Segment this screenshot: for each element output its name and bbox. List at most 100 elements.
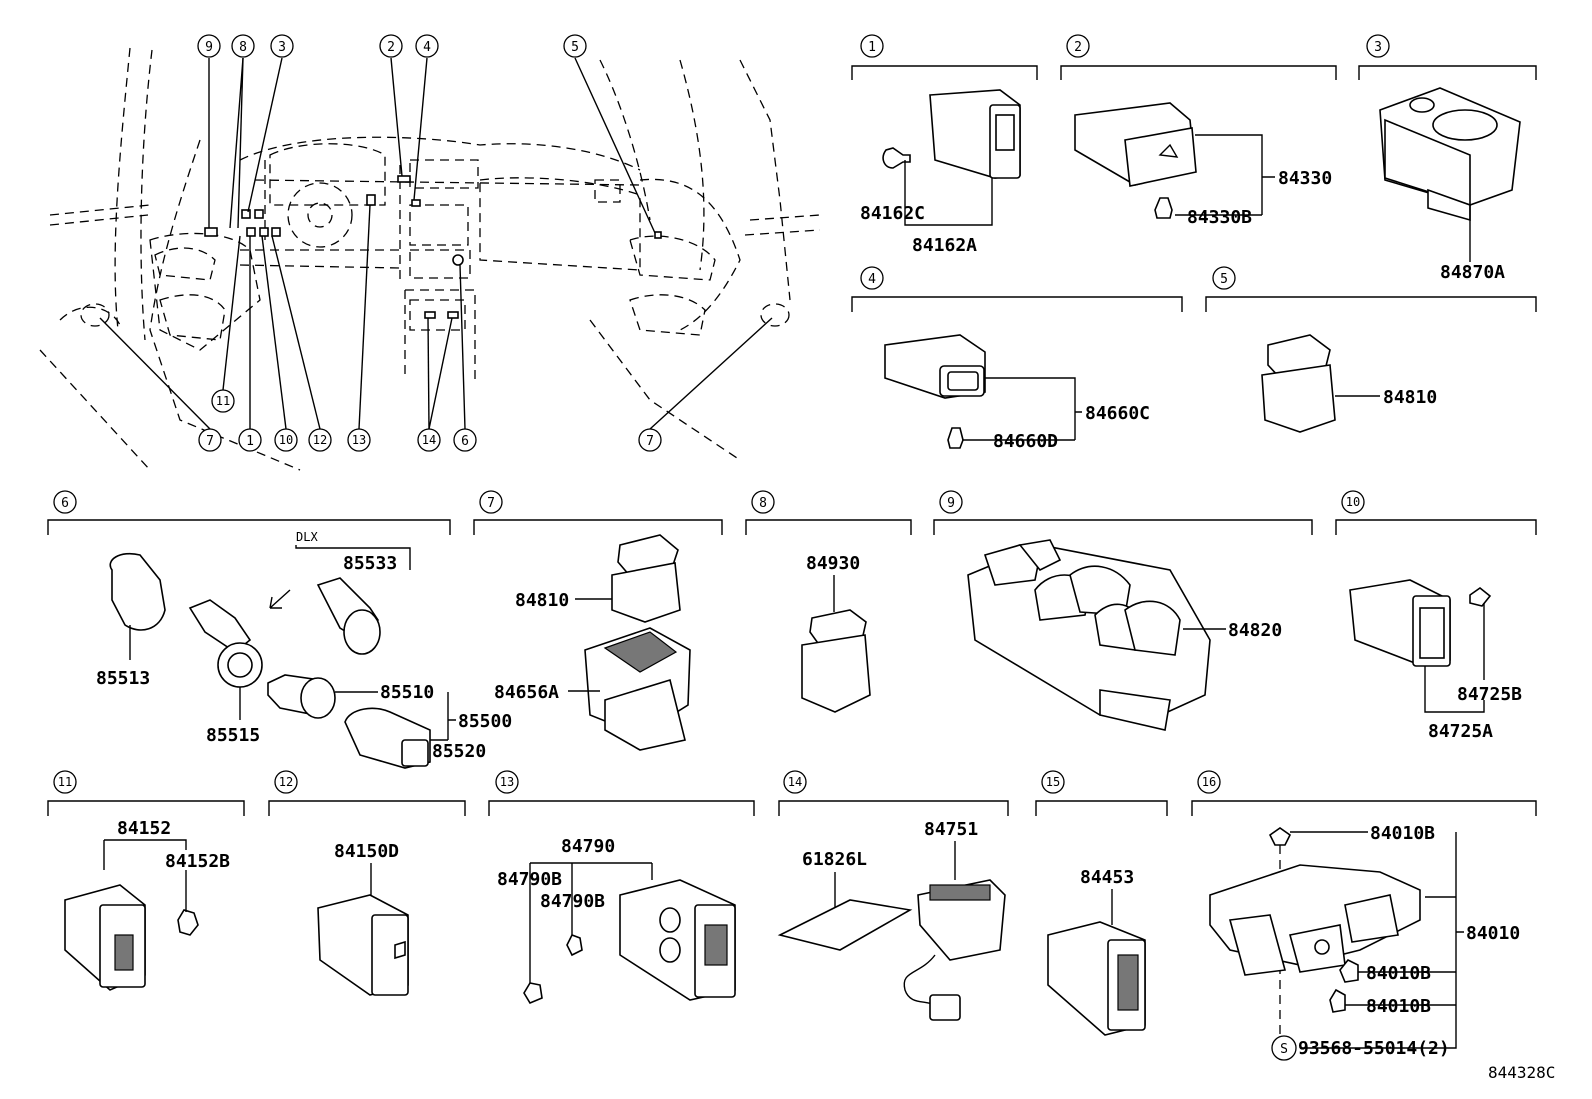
svg-text:S: S [1280,1042,1288,1057]
section-15-header: 15 [1035,770,1168,816]
svg-text:1: 1 [868,40,876,55]
section-16-parts: 84010B 84010 84010B 84010B S 93568-55014… [1209,823,1520,1061]
svg-text:13: 13 [352,433,366,447]
callout-4: 4 [415,34,439,58]
section-3-parts: 84870A [1379,87,1521,283]
svg-text:85500: 85500 [458,711,512,732]
svg-text:84152: 84152 [117,818,171,839]
callout-1: 1 [238,428,262,452]
callout-13: 13 [347,428,371,452]
svg-text:11: 11 [58,775,72,789]
svg-text:12: 12 [279,775,293,789]
section-15-parts: 84453 [1047,867,1146,1036]
diagram-ref-code: 844328C [1488,1063,1555,1082]
svg-text:85513: 85513 [96,668,150,689]
section-8-parts: 84930 [801,553,871,713]
svg-text:84790B: 84790B [497,869,562,890]
svg-text:5: 5 [571,40,579,55]
callout-10: 10 [274,428,298,452]
svg-text:85510: 85510 [380,682,434,703]
svg-text:5: 5 [1220,272,1228,287]
svg-text:84330: 84330 [1278,168,1332,189]
section-10-header: 10 [1335,490,1537,535]
callout-6: 6 [453,428,477,452]
svg-text:13: 13 [500,775,514,789]
callout-9: 9 [197,34,221,58]
svg-text:2: 2 [387,40,395,55]
svg-text:8: 8 [239,40,247,55]
svg-text:84751: 84751 [924,819,978,840]
svg-text:93568-55014(2): 93568-55014(2) [1298,1038,1450,1059]
svg-text:DLX: DLX [296,530,318,544]
section-10-parts: 84725B 84725A [1349,579,1522,742]
svg-text:4: 4 [868,272,876,287]
section-14-header: 14 [778,770,1009,816]
svg-text:10: 10 [1346,495,1360,509]
svg-text:16: 16 [1202,775,1216,789]
callout-7-right: 7 [638,428,662,452]
svg-text:85533: 85533 [343,553,397,574]
section-7-parts: 84810 84656A [494,534,691,751]
svg-text:85515: 85515 [206,725,260,746]
svg-text:84152B: 84152B [165,851,230,872]
svg-text:84930: 84930 [806,553,860,574]
callout-11: 11 [211,389,235,413]
callout-5: 5 [563,34,587,58]
callout-14: 14 [417,428,441,452]
svg-text:4: 4 [423,40,431,55]
svg-text:6: 6 [461,434,469,449]
section-9-header: 9 [933,490,1313,535]
svg-text:84010B: 84010B [1366,996,1431,1017]
section-7-header: 7 [473,490,723,535]
section-13-parts: 84790 84790B 84790B [497,836,736,1005]
callout-7-left: 7 [198,428,222,452]
section-6-parts: DLX 85533 85513 85515 85510 85500 85520 [96,530,512,769]
svg-text:84010B: 84010B [1370,823,1435,844]
svg-text:84790B: 84790B [540,891,605,912]
svg-text:8: 8 [759,496,767,511]
section-12-parts: 84150D [317,841,409,996]
callout-12: 12 [308,428,332,452]
svg-text:84820: 84820 [1228,620,1282,641]
svg-text:10: 10 [279,433,293,447]
section-14-parts: 84751 61826L [777,819,1006,1021]
svg-text:12: 12 [313,433,327,447]
section-4-header: 4 [851,266,1183,312]
callout-2: 2 [379,34,403,58]
svg-text:1: 1 [246,434,254,449]
overview-leader-lines [99,57,773,430]
callout-3: 3 [270,34,294,58]
svg-text:84330B: 84330B [1187,207,1252,228]
svg-text:2: 2 [1074,40,1082,55]
svg-text:84810: 84810 [515,590,569,611]
section-11-header: 11 [47,770,245,816]
svg-text:85520: 85520 [432,741,486,762]
svg-text:9: 9 [947,496,955,511]
overview-callouts: 9 8 3 2 4 5 11 7 1 10 12 13 14 6 7 [197,34,662,452]
section-1-parts: 84162C 84162A [860,89,1021,256]
svg-text:6: 6 [61,496,69,511]
svg-text:3: 3 [278,40,286,55]
section-16-header: 16 [1191,770,1537,816]
svg-text:7: 7 [206,434,214,449]
svg-text:84656A: 84656A [494,682,559,703]
svg-text:9: 9 [205,40,213,55]
section-3-header: 3 [1358,34,1537,80]
svg-text:14: 14 [788,775,802,789]
svg-text:7: 7 [487,496,495,511]
screw-symbol [1271,1035,1297,1061]
dashboard-overview-illustration [39,47,821,471]
svg-text:14: 14 [422,433,436,447]
section-2-parts: 84330 84330B [1074,102,1332,228]
svg-text:84150D: 84150D [334,841,399,862]
svg-text:84660D: 84660D [993,431,1058,452]
svg-text:15: 15 [1046,775,1060,789]
section-5-header: 5 [1205,266,1537,312]
svg-text:84725A: 84725A [1428,721,1493,742]
svg-text:84725B: 84725B [1457,684,1522,705]
section-6-header: 6 [47,490,451,535]
svg-text:84010: 84010 [1466,923,1520,944]
svg-text:84162A: 84162A [912,235,977,256]
section-4-parts: 84660C 84660D [884,334,1150,452]
section-13-header: 13 [488,770,755,816]
